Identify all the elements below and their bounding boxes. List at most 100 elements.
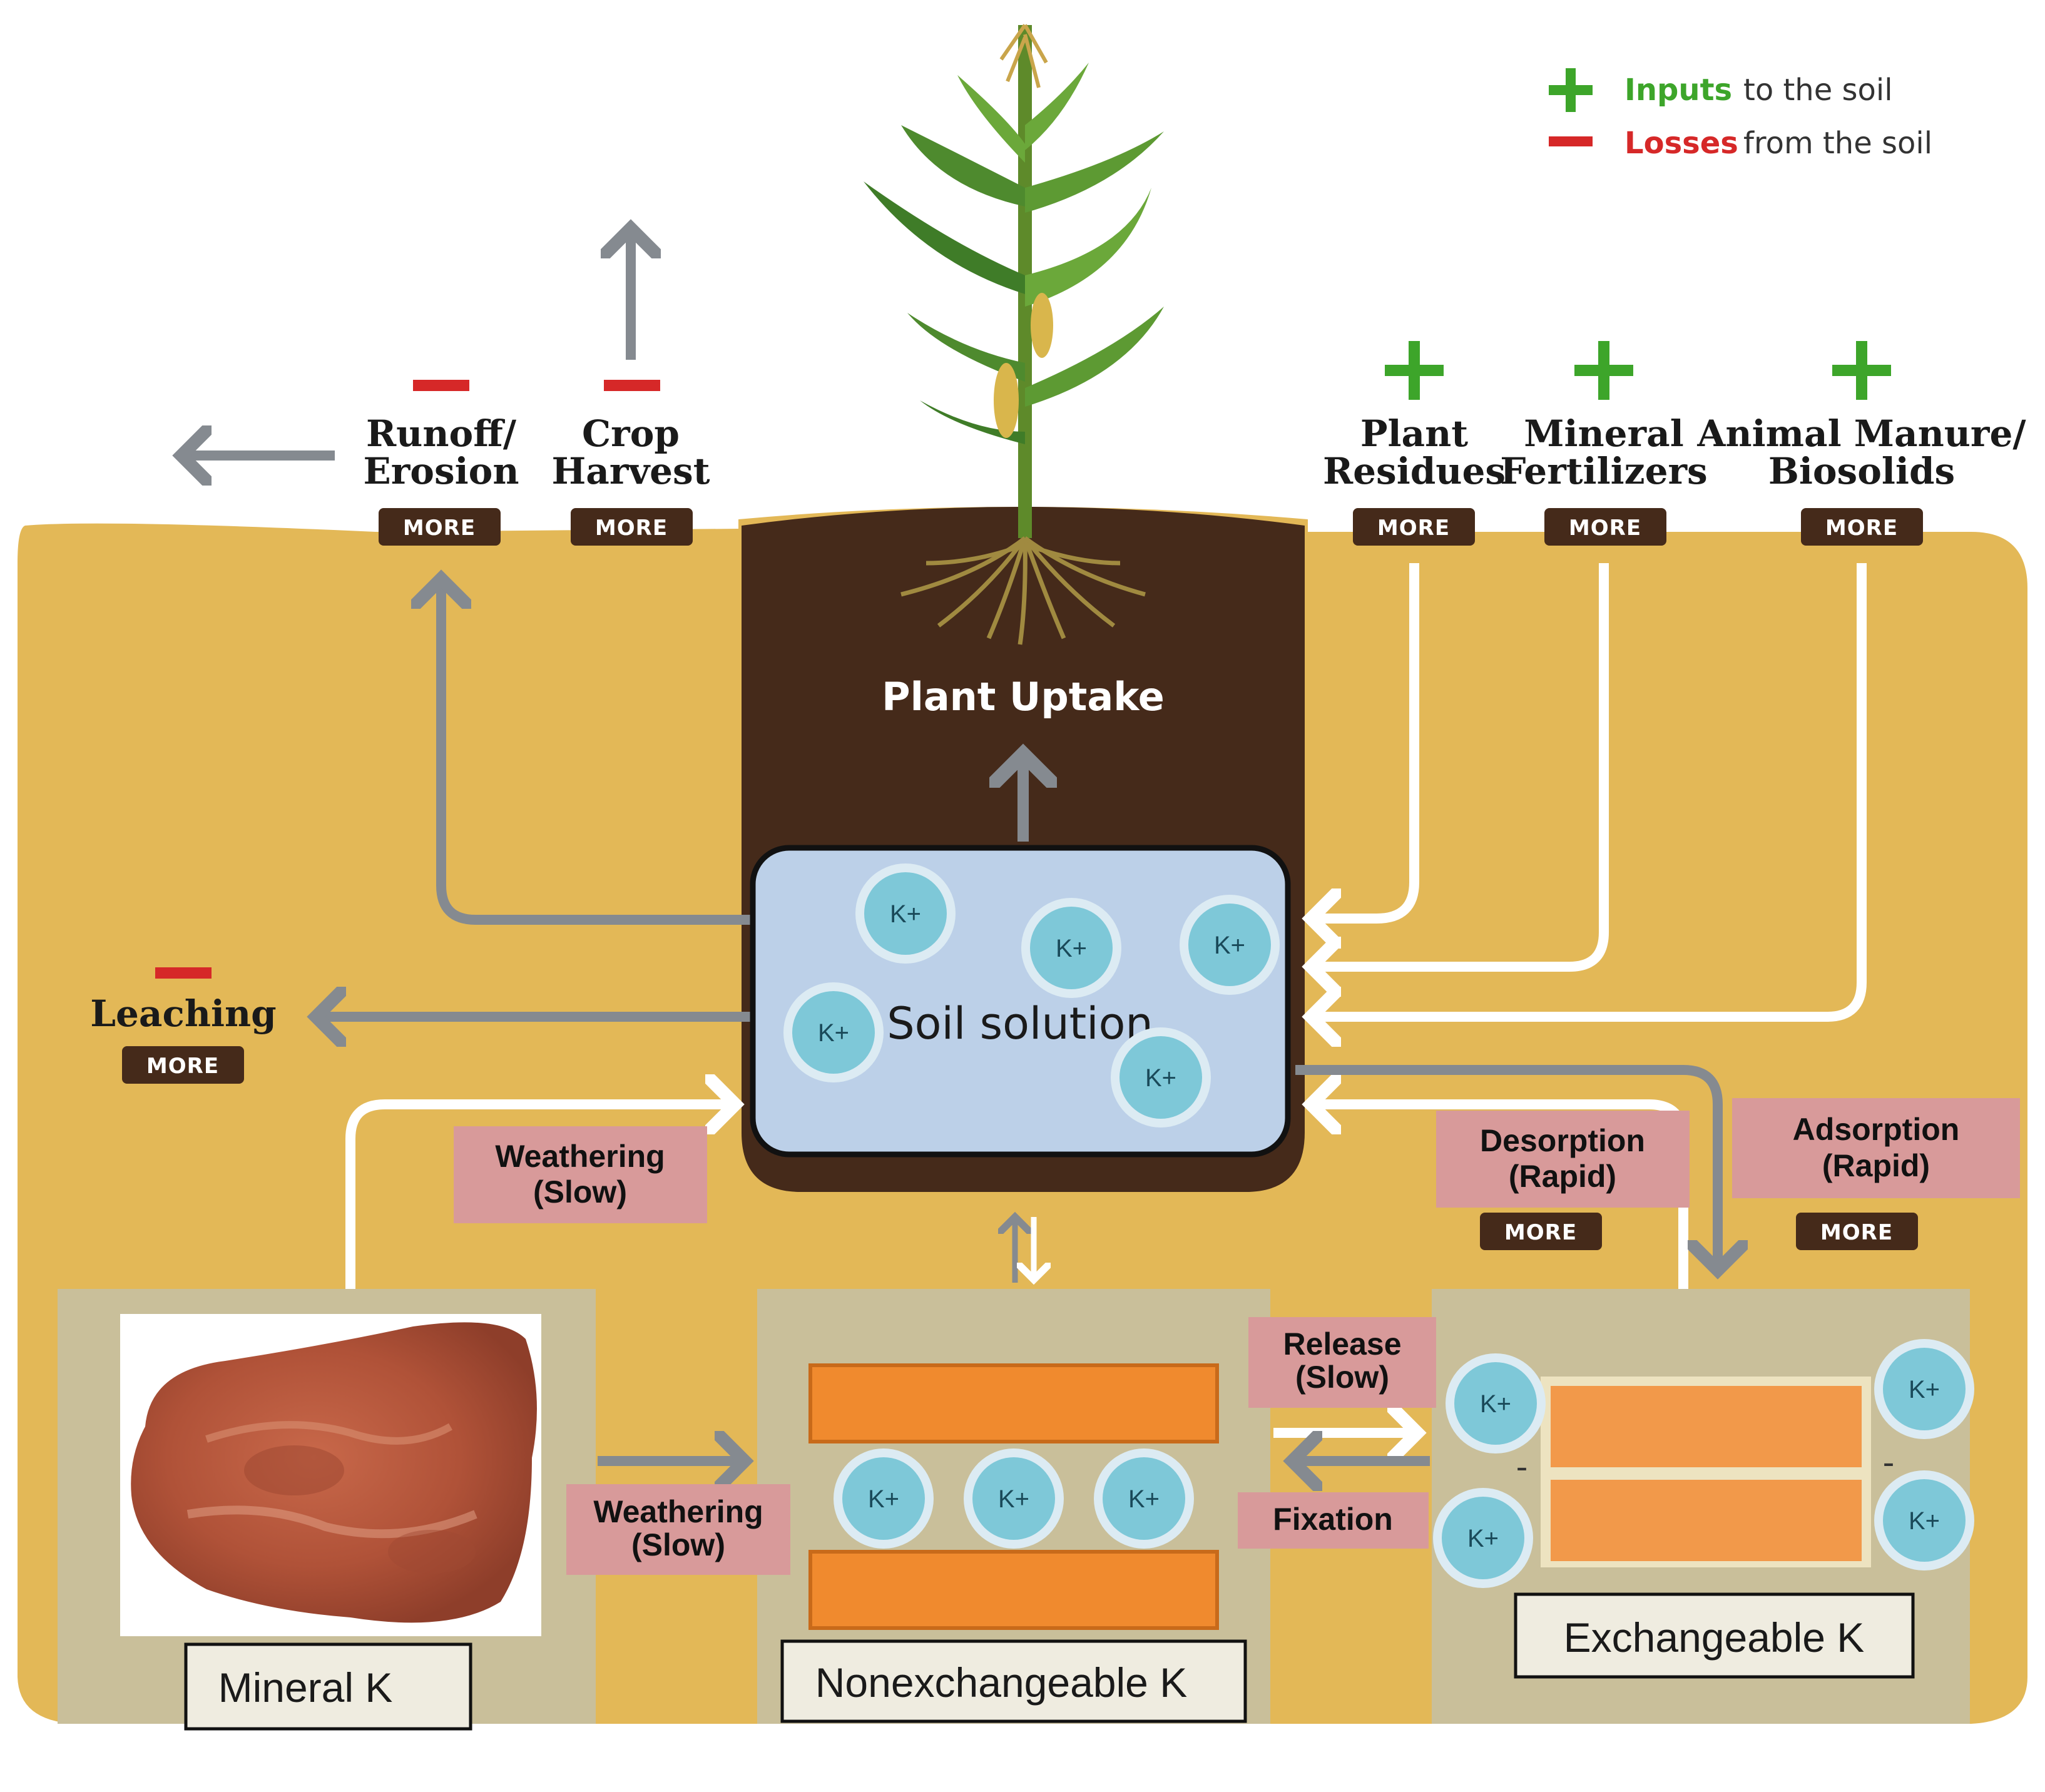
plant-uptake-label: Plant Uptake — [882, 674, 1165, 720]
residues-arrow — [1311, 563, 1419, 919]
soil-solution-label: Soil solution — [887, 998, 1153, 1049]
plus-icon — [1385, 341, 1444, 400]
nonexchangeable-k-text: Nonexchangeable K — [815, 1659, 1187, 1706]
k-ion: K+ — [783, 982, 884, 1082]
animal-manure: Animal Manure/ Biosolids — [1696, 341, 2026, 492]
manure-label-line1: Animal Manure/ — [1696, 412, 2026, 455]
harvest-label-line1: Crop — [582, 412, 680, 455]
k-ion-label: K+ — [890, 900, 921, 928]
adsorption-line2: (Rapid) — [1822, 1148, 1930, 1183]
leaching-more-button[interactable]: MORE — [122, 1046, 244, 1084]
k-ion-label: K+ — [1128, 1485, 1160, 1513]
minus-icon — [155, 967, 212, 979]
plus-icon — [1549, 68, 1593, 112]
k-ion-label: K+ — [1056, 935, 1087, 962]
weathering-bottom-line1: Weathering — [593, 1494, 763, 1529]
manure-label-line2: Biosolids — [1768, 450, 1955, 492]
legend-inputs-word: Inputs — [1624, 73, 1732, 108]
runoff-more-button[interactable]: MORE — [379, 508, 501, 546]
corn-plant-icon — [864, 24, 1164, 538]
release-line1: Release — [1283, 1326, 1401, 1362]
more-label: MORE — [1504, 1220, 1577, 1245]
minus-icon — [1549, 136, 1593, 146]
minus-icon — [604, 380, 660, 391]
exchangeable-k-label: Exchangeable K — [1514, 1592, 1915, 1679]
clay-sheet-bottom — [1551, 1480, 1862, 1561]
leaching: Leaching — [90, 967, 277, 1035]
legend-losses-word: Losses — [1624, 126, 1738, 161]
nonexchangeable-k-label: Nonexchangeable K — [780, 1639, 1247, 1723]
adsorption-label: Adsorption (Rapid) — [1732, 1098, 2020, 1198]
manure-more-button[interactable]: MORE — [1801, 508, 1923, 546]
manure-arrow — [1311, 563, 1867, 1017]
desorption-more-button[interactable]: MORE — [1480, 1213, 1602, 1250]
desorption-label: Desorption (Rapid) — [1436, 1111, 1690, 1208]
k-ion: K+ — [1446, 1353, 1546, 1453]
clay-layer-top — [808, 1363, 1219, 1443]
more-label: MORE — [146, 1054, 219, 1079]
mineral-fertilizers: Mineral Fertilizers — [1500, 341, 1708, 492]
adsorption-arrow — [1295, 1065, 1718, 1270]
k-ion: K+ — [1111, 1027, 1211, 1128]
clay-layer-bottom — [808, 1550, 1219, 1630]
clay-sheet-top — [1551, 1386, 1862, 1467]
k-ion: K+ — [1021, 898, 1121, 998]
residues-more-button[interactable]: MORE — [1353, 508, 1475, 546]
potassium-ions: K+ K+ K+ K+ K+ K+ K+ K+ K+ K+ K+ K+ — [783, 863, 1974, 1588]
residues-label-line1: Plant — [1360, 412, 1468, 455]
fertilizers-label-line2: Fertilizers — [1500, 450, 1707, 492]
mineral-k-text: Mineral K — [218, 1664, 393, 1711]
more-label: MORE — [1569, 516, 1641, 541]
k-ion: K+ — [964, 1448, 1064, 1549]
plant-residues: Plant Residues — [1323, 341, 1506, 492]
legend-losses-text: from the soil — [1743, 126, 1932, 161]
runoff-erosion: Runoff/ Erosion — [364, 380, 519, 492]
weathering-bottom-line2: (Slow) — [631, 1527, 725, 1562]
desorption-line1: Desorption — [1480, 1123, 1645, 1158]
mineral-k-label: Mineral K — [184, 1642, 472, 1731]
k-ion-label: K+ — [998, 1485, 1029, 1513]
harvest-more-button[interactable]: MORE — [571, 508, 693, 546]
k-ion-label: K+ — [1145, 1064, 1176, 1092]
k-ion: K+ — [1874, 1339, 1974, 1439]
more-label: MORE — [1377, 516, 1450, 541]
weathering-solution-arrow — [345, 1104, 735, 1289]
k-ion: K+ — [1180, 895, 1280, 995]
plus-icon — [1832, 341, 1891, 400]
k-ion-label: K+ — [1214, 932, 1245, 959]
k-ion-label: K+ — [1480, 1390, 1511, 1418]
k-ion: K+ — [1874, 1470, 1974, 1571]
plus-icon — [1574, 341, 1633, 400]
crop-harvest: Crop Harvest — [552, 380, 710, 492]
runoff-label-line2: Erosion — [364, 450, 519, 492]
fertilizers-label-line1: Mineral — [1524, 412, 1683, 455]
k-ion-label: K+ — [818, 1019, 849, 1047]
release-line2: (Slow) — [1295, 1360, 1389, 1395]
legend-inputs-text: to the soil — [1743, 73, 1893, 108]
k-ion-label: K+ — [1909, 1376, 1940, 1403]
more-label: MORE — [595, 516, 668, 541]
minus-icon — [413, 380, 469, 391]
fixation-text: Fixation — [1273, 1502, 1393, 1537]
k-ion: K+ — [1433, 1488, 1533, 1588]
fertilizers-more-button[interactable]: MORE — [1544, 508, 1666, 546]
k-ion-label: K+ — [1467, 1525, 1499, 1552]
fixation-label: Fixation — [1238, 1492, 1429, 1549]
roots-icon — [900, 536, 1146, 645]
legend: Inputs to the soil Losses from the soil — [1549, 68, 1932, 161]
more-label: MORE — [1820, 1220, 1893, 1245]
k-ion: K+ — [855, 863, 956, 964]
harvest-label-line2: Harvest — [552, 450, 710, 492]
k-ion: K+ — [1094, 1448, 1194, 1549]
release-label: Release (Slow) — [1248, 1317, 1436, 1408]
k-ion-label: K+ — [1909, 1507, 1940, 1535]
desorption-line2: (Rapid) — [1509, 1159, 1616, 1194]
mineral-rock-image — [131, 1322, 537, 1623]
adsorption-more-button[interactable]: MORE — [1796, 1213, 1918, 1250]
exchangeable-k-text: Exchangeable K — [1564, 1614, 1865, 1661]
k-ion: K+ — [834, 1448, 934, 1549]
negative-charge-right: - — [1883, 1444, 1895, 1482]
negative-charge-left: - — [1516, 1448, 1528, 1486]
residues-label-line2: Residues — [1323, 450, 1506, 492]
